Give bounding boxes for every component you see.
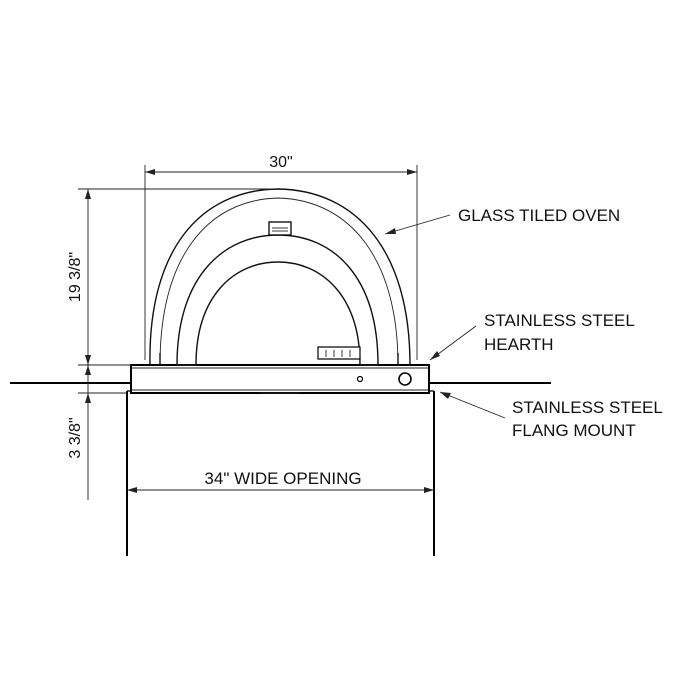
thermometer-icon (317, 346, 361, 360)
callout-hearth-line1: STAINLESS STEEL (484, 311, 635, 330)
callout-hearth: STAINLESS STEEL HEARTH (429, 311, 635, 361)
control-knob-icon (398, 372, 412, 386)
vent-icon (268, 221, 292, 236)
callout-oven-label: GLASS TILED OVEN (458, 206, 620, 225)
callout-hearth-line2: HEARTH (484, 335, 554, 354)
dimension-height-dome: 19 3/8" (67, 188, 275, 366)
callout-flange-line2: FLANG MOUNT (512, 421, 636, 440)
height-dome-label: 19 3/8" (67, 252, 84, 302)
callout-oven: GLASS TILED OVEN (384, 206, 620, 235)
callout-flange-line1: STAINLESS STEEL (512, 398, 663, 417)
height-flange-label: 3 3/8" (67, 417, 84, 458)
callout-flange: STAINLESS STEEL FLANG MOUNT (439, 391, 663, 440)
dimension-opening: 34" WIDE OPENING (127, 469, 434, 493)
hearth-base (130, 364, 430, 394)
opening-label: 34" WIDE OPENING (204, 469, 361, 488)
indicator-dot-icon (356, 375, 364, 383)
dimension-width-top: 30" (144, 154, 418, 360)
dimension-height-flange: 3 3/8" (67, 365, 127, 500)
width-top-label: 30" (269, 154, 292, 171)
oven-dome (149, 188, 411, 366)
cutout-opening (126, 391, 435, 556)
